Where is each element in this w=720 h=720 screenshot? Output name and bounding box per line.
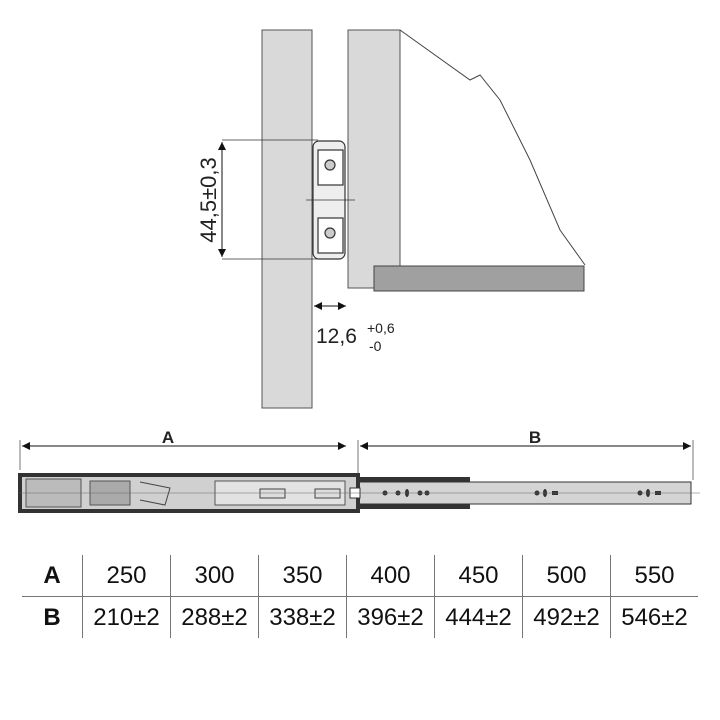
table-cell: 492±2 xyxy=(522,596,611,638)
drawer-side-panel xyxy=(347,29,401,289)
table-cell: 546±2 xyxy=(610,596,698,638)
dimension-a-label: A xyxy=(162,428,174,447)
drawer-interior-outline xyxy=(399,29,586,266)
drawer-bottom-shelf xyxy=(373,265,585,292)
table-row: B 210±2 288±2 338±2 396±2 444±2 492±2 54… xyxy=(22,596,698,638)
table-cell: 550 xyxy=(610,555,698,597)
gap-tolerance-plus: +0,6 xyxy=(367,320,395,336)
size-table: A 250 300 350 400 450 500 550 B 210±2 28… xyxy=(22,555,698,638)
table-cell: 450 xyxy=(434,555,523,597)
table-cell: 350 xyxy=(258,555,347,597)
table-cell: 444±2 xyxy=(434,596,523,638)
height-dimension-label: 44,5±0,3 xyxy=(196,157,221,242)
table-cell: 396±2 xyxy=(346,596,435,638)
table-cell: 288±2 xyxy=(170,596,259,638)
table-cell: 400 xyxy=(346,555,435,597)
row-header: B xyxy=(22,596,83,638)
table-cell: 210±2 xyxy=(82,596,171,638)
table-cell: 300 xyxy=(170,555,259,597)
slide-cross-section xyxy=(306,140,355,260)
gap-tolerance-minus: -0 xyxy=(369,338,382,354)
table-cell: 500 xyxy=(522,555,611,597)
slide-side-view xyxy=(18,473,700,513)
table-row: A 250 300 350 400 450 500 550 xyxy=(22,555,698,597)
dimension-b-label: B xyxy=(529,428,541,447)
row-header: A xyxy=(22,555,83,597)
cabinet-side-panel xyxy=(261,29,313,409)
table-cell: 250 xyxy=(82,555,171,597)
gap-dimension-label: 12,6 xyxy=(316,325,357,348)
table-cell: 338±2 xyxy=(258,596,347,638)
